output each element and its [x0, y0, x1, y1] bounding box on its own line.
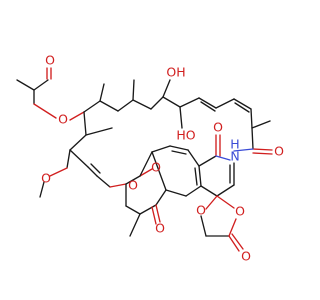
svg-text:N: N	[230, 149, 239, 164]
o-dioxolanone-carbonyl: O	[241, 249, 251, 264]
upper-chain	[69, 79, 273, 155]
atom-labels: O O OH HO O O O O O N H	[41, 53, 284, 264]
structure-canvas: O O OH HO O O O O O N H	[16, 52, 285, 264]
svg-text:O: O	[196, 203, 206, 218]
svg-text:O: O	[151, 160, 161, 175]
o-furan: O	[151, 160, 161, 175]
dioxolanone-ring	[200, 195, 244, 252]
o-ester: O	[58, 112, 68, 127]
n-amide: N	[230, 149, 239, 164]
oh-hydroxyl-top: OH	[166, 65, 185, 80]
lower-methyl	[129, 213, 141, 237]
aromatic-core	[109, 134, 235, 225]
o-quinone: O	[213, 120, 223, 135]
svg-text:O: O	[213, 120, 223, 135]
o-amide-carbonyl: O	[274, 144, 284, 159]
svg-text:O: O	[58, 112, 68, 127]
h-amide: H	[230, 137, 239, 152]
o-dioxolane-left: O	[196, 203, 206, 218]
o-dioxolane-right: O	[235, 204, 245, 219]
molecule-structure: O O OH HO O O O O O N H	[16, 53, 284, 264]
o-methoxy: O	[41, 171, 51, 186]
svg-text:O: O	[274, 144, 284, 159]
svg-text:O: O	[235, 204, 245, 219]
acetate-group	[16, 67, 57, 119]
svg-text:O: O	[128, 178, 138, 193]
svg-text:H: H	[230, 137, 239, 152]
svg-text:O: O	[41, 171, 51, 186]
o-carbonyl-acetate: O	[45, 53, 55, 68]
svg-text:OH: OH	[166, 65, 185, 80]
ho-hydroxyl-middle: HO	[176, 128, 195, 143]
svg-text:O: O	[241, 249, 251, 264]
o-ketone-furan: O	[155, 221, 165, 236]
svg-text:O: O	[155, 221, 165, 236]
o-enol-ether: O	[128, 178, 138, 193]
svg-text:O: O	[45, 53, 55, 68]
svg-text:HO: HO	[176, 128, 195, 143]
left-chain	[39, 111, 113, 198]
